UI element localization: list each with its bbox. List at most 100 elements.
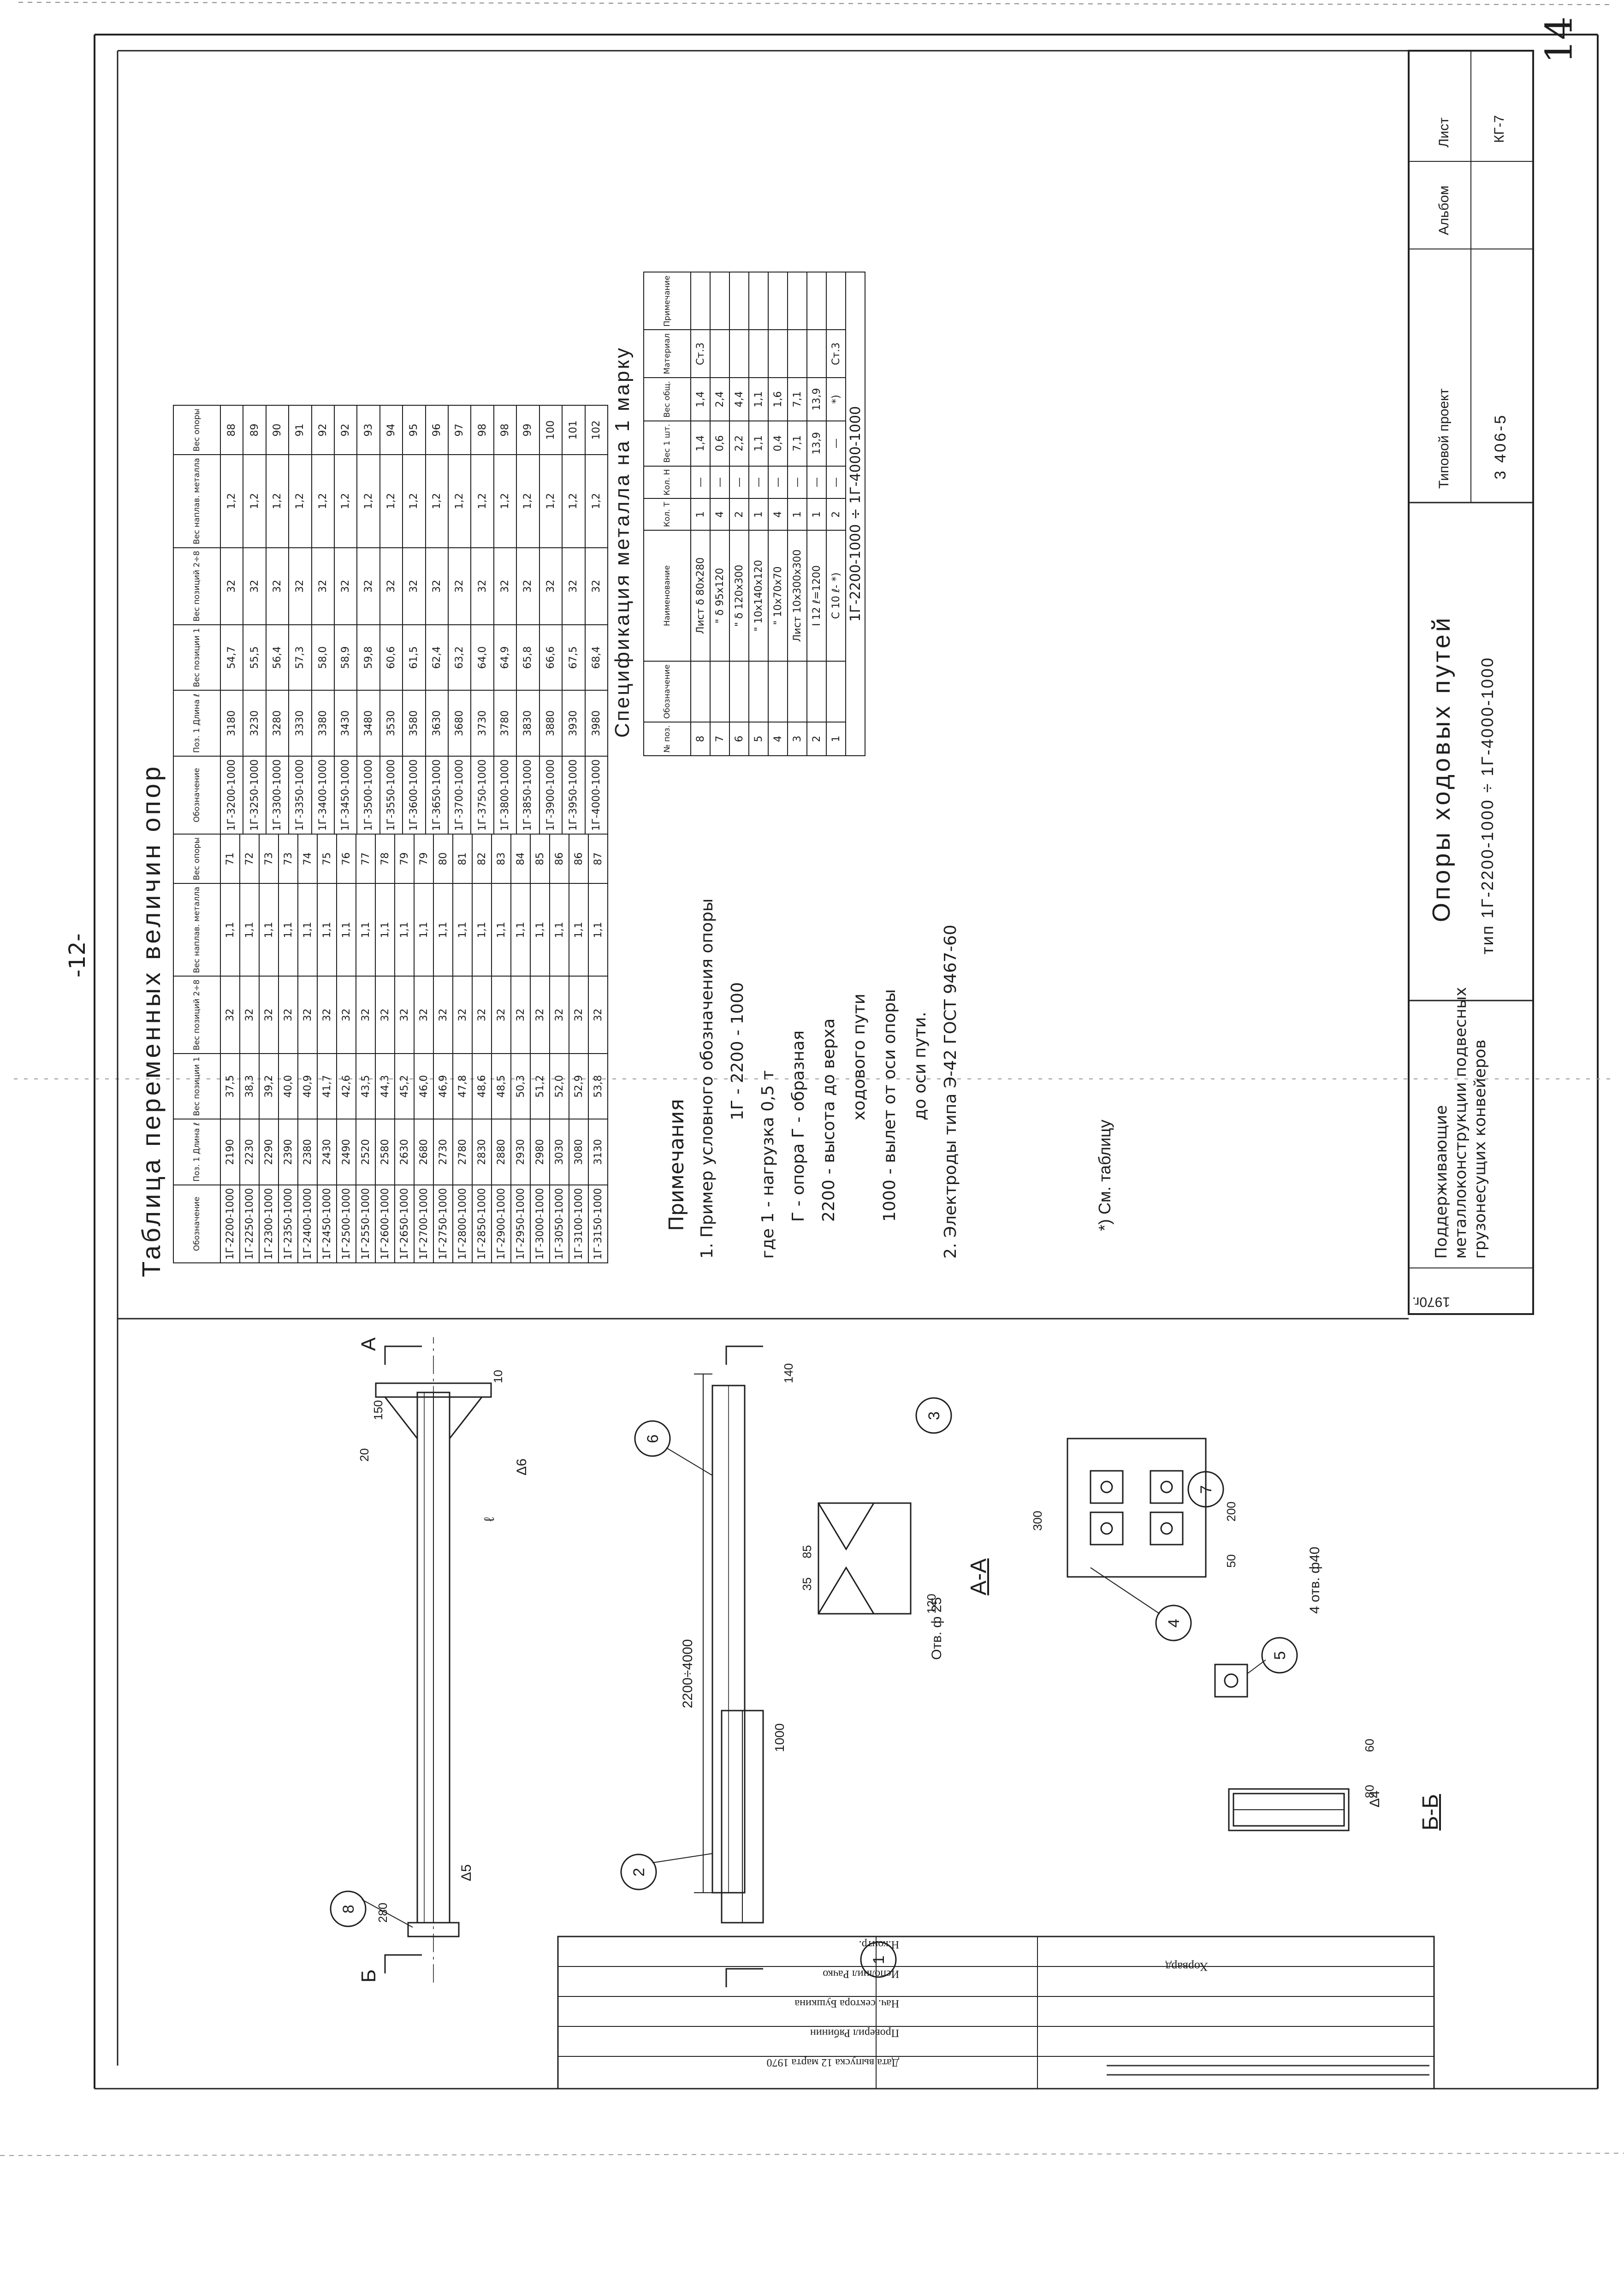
- table-cell: 40,0: [279, 1053, 298, 1119]
- spec-cell: —: [807, 466, 826, 499]
- table-cell: 32: [516, 547, 539, 625]
- spec-head: Наименование: [644, 530, 691, 661]
- stamp-year: 1970г.: [1412, 1294, 1450, 1309]
- table-cell: 32: [562, 547, 585, 625]
- table-cell: 68,4: [585, 625, 608, 691]
- table-cell: 47,8: [453, 1053, 472, 1119]
- table-cell: 1Г-3200-1000: [220, 756, 243, 835]
- table-cell: 79: [395, 834, 414, 884]
- table-cell: 1Г-2550-1000: [356, 1184, 375, 1263]
- table-cell: 39,2: [259, 1053, 279, 1119]
- stamp-org-line: грузонесущих конвейеров: [1471, 1039, 1489, 1259]
- spec-cell: 2,4: [710, 378, 729, 421]
- table-cell: 2580: [375, 1119, 395, 1185]
- dim-span: 2200÷4000: [680, 1639, 695, 1708]
- dim-150: 150: [371, 1400, 385, 1420]
- table-cell: 48,6: [472, 1053, 492, 1119]
- note-line: ходового пути: [850, 993, 869, 1120]
- table-header-cell: Поз. 1 Длина ℓ: [173, 1119, 220, 1185]
- spec-cell: " 10x140x120: [749, 530, 768, 661]
- table-cell: 1,1: [433, 883, 453, 977]
- table-cell: 56,4: [266, 625, 289, 691]
- table-cell: 2290: [259, 1119, 279, 1185]
- spec-cell: 2: [826, 498, 846, 530]
- spec-cell: [729, 661, 749, 722]
- table-cell: 72: [240, 834, 259, 884]
- dim-35: 35: [800, 1577, 814, 1591]
- table-cell: 78: [375, 834, 395, 884]
- spec-cell: [710, 330, 729, 378]
- table-cell: 32: [311, 547, 335, 625]
- table-cell: 1,1: [453, 883, 472, 977]
- table-cell: 1Г-2950-1000: [511, 1184, 530, 1263]
- table-header-cell: Вес позиции 1: [173, 1053, 220, 1119]
- table-cell: 1Г-4000-1000: [585, 756, 608, 835]
- table-cell: 1,1: [279, 883, 298, 977]
- table-cell: 3780: [493, 690, 517, 756]
- table-cell: 1,1: [375, 883, 395, 977]
- table-cell: 1,2: [403, 455, 426, 548]
- table-cell: 1Г-3300-1000: [266, 756, 289, 835]
- notes-title: Примечания: [665, 1099, 688, 1231]
- table-cell: 32: [334, 547, 357, 625]
- table-cell: 32: [492, 976, 511, 1054]
- table-cell: 1Г-3100-1000: [569, 1184, 588, 1263]
- spec-block: № поз. Обозначение Наименование Кол. Т К…: [611, 272, 865, 756]
- weld-mark: Δ4: [1367, 1790, 1382, 1807]
- table-cell: 32: [550, 976, 569, 1054]
- spec-cell: 1,1: [749, 420, 768, 466]
- stamp-sheet-label: Лист: [1436, 117, 1452, 148]
- holes-label: 4 отв. ф40: [1307, 1546, 1322, 1614]
- table-cell: 3930: [562, 690, 585, 756]
- table-cell: 95: [403, 405, 426, 455]
- table-cell: 85: [530, 834, 550, 884]
- support-drawing: [330, 1337, 1350, 1987]
- table-cell: 1,2: [311, 455, 335, 548]
- weld-mark: Δ6: [514, 1458, 529, 1475]
- table-cell: 75: [317, 834, 337, 884]
- table-cell: 32: [289, 547, 312, 625]
- spec-table: № поз. Обозначение Наименование Кол. Т К…: [643, 272, 865, 756]
- table-cell: 1Г-3500-1000: [357, 756, 380, 835]
- table-cell: 3480: [357, 690, 380, 756]
- spec-cell: [768, 330, 788, 378]
- spec-cell: 1: [788, 498, 807, 530]
- table-cell: 2630: [395, 1119, 414, 1185]
- table-cell: 64,0: [471, 625, 494, 691]
- spec-cell: 4: [710, 498, 729, 530]
- table-cell: 93: [357, 405, 380, 455]
- table-cell: 46,9: [433, 1053, 453, 1119]
- table-cell: 1,1: [511, 883, 530, 977]
- note-line: где 1 - нагрузка 0,5 т: [759, 1070, 777, 1259]
- spec-cell: 2: [729, 498, 749, 530]
- spec-cell: I 12 ℓ=1200: [807, 530, 826, 661]
- table-cell: 2380: [298, 1119, 317, 1185]
- table-cell: 32: [279, 976, 298, 1054]
- table-header-cell: Поз. 1 Длина ℓ: [173, 690, 220, 756]
- table-cell: 32: [240, 976, 259, 1054]
- spec-cell: 7,1: [788, 378, 807, 421]
- table-cell: 1Г-2900-1000: [492, 1184, 511, 1263]
- table-cell: 1Г-2300-1000: [259, 1184, 279, 1263]
- table-header-cell: Вес наплав. металла: [173, 883, 220, 977]
- table-cell: 2780: [453, 1119, 472, 1185]
- spec-cell: [710, 661, 729, 722]
- spec-cell: [729, 272, 749, 330]
- dim-20: 20: [357, 1448, 371, 1462]
- table-cell: 2680: [414, 1119, 433, 1185]
- spec-cell: [807, 330, 826, 378]
- spec-head: Вес 1 шт.: [644, 420, 691, 466]
- stamp-sheet-code: КГ-7: [1492, 115, 1507, 143]
- dim-length: ℓ: [482, 1517, 497, 1522]
- table-cell: 32: [379, 547, 403, 625]
- table-cell: 1Г-3850-1000: [516, 756, 539, 835]
- table-cell: 54,7: [220, 625, 243, 691]
